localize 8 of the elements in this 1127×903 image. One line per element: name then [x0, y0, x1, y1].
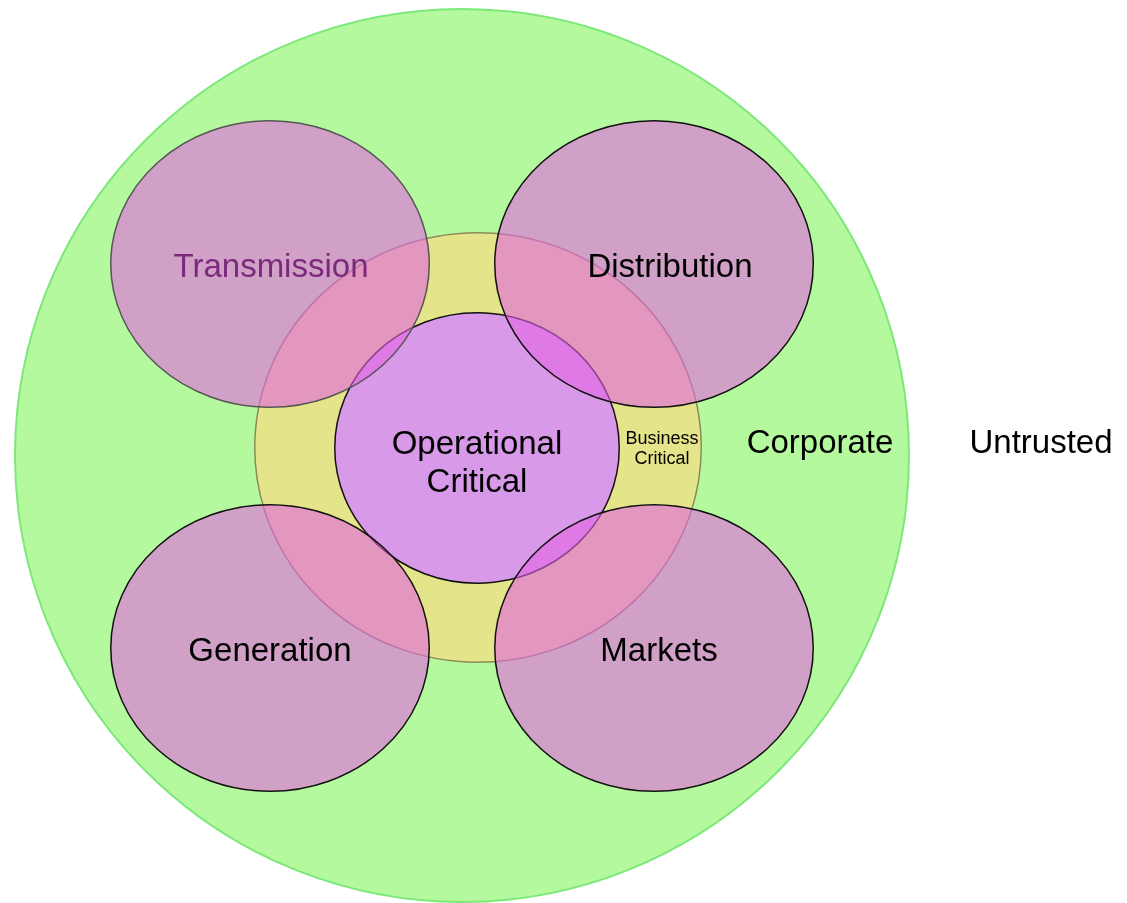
zone-label: Distribution: [586, 247, 754, 285]
zone-label: Corporate: [745, 423, 895, 461]
zone-label: Generation: [187, 631, 353, 669]
zone-label: Markets: [599, 631, 719, 669]
zone-label: Operational Critical: [390, 424, 564, 500]
zone-label: Untrusted: [969, 423, 1113, 461]
zone-label: Business Critical: [624, 427, 700, 469]
zone-label: Transmission: [172, 247, 370, 285]
